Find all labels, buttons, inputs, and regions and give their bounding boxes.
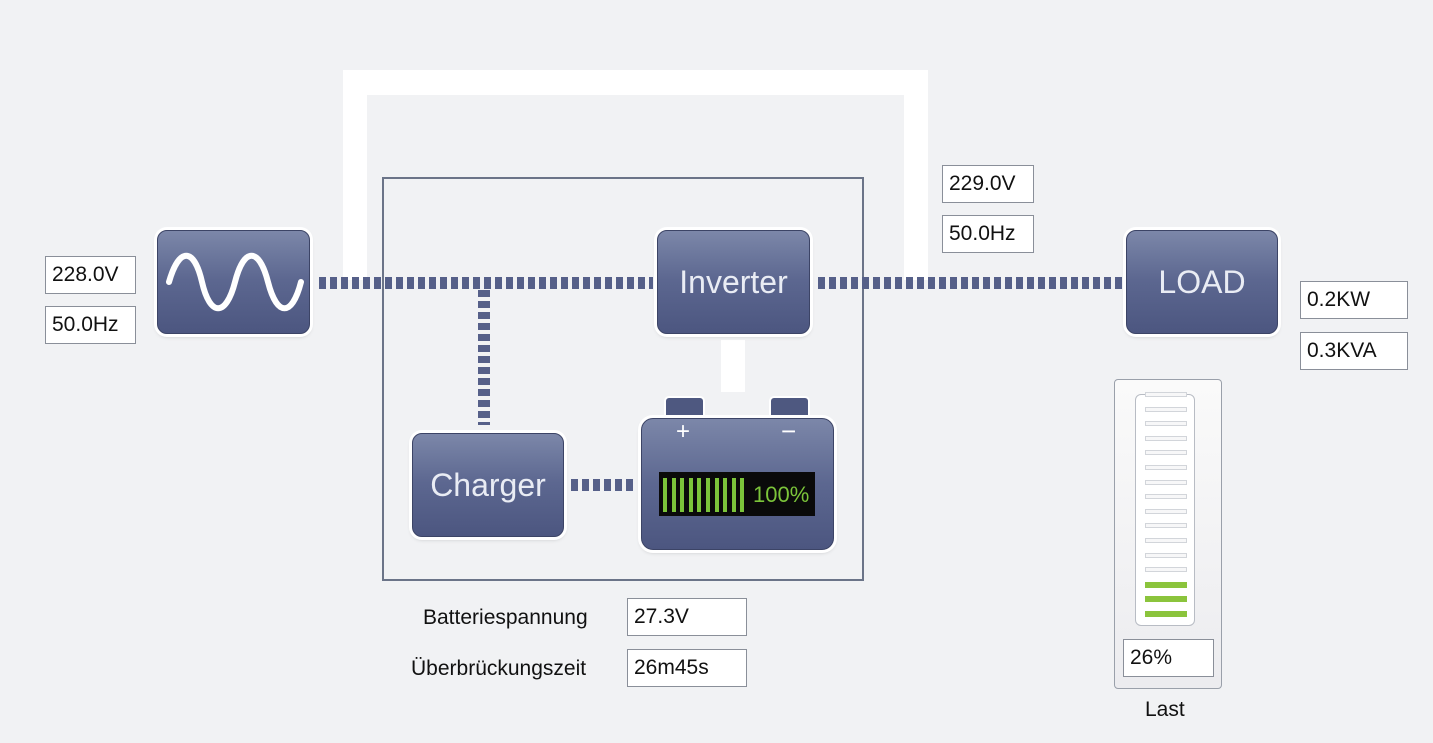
- load-meter-bar: [1145, 508, 1187, 514]
- load-meter-bar: [1145, 392, 1187, 397]
- load-meter-bar-lit: [1145, 611, 1187, 617]
- battery-level-segment: [697, 478, 702, 512]
- bypass-line-right: [904, 70, 928, 280]
- charger-tile[interactable]: Charger: [412, 433, 564, 537]
- load-meter-bar: [1145, 450, 1187, 456]
- load-meter-bar: [1145, 552, 1187, 558]
- battery-percent: 100%: [753, 482, 810, 507]
- flow-line-output: [818, 277, 1122, 289]
- battery-voltage-label: Batteriespannung: [423, 606, 588, 629]
- input-source-tile[interactable]: [157, 230, 310, 334]
- flow-line-charger-battery: [571, 479, 637, 491]
- bypass-line-left: [343, 70, 367, 280]
- battery-level-display: [659, 472, 815, 516]
- load-meter-bar: [1145, 538, 1187, 543]
- load-meter-label: Last: [1145, 698, 1185, 721]
- flow-line-charger: [478, 290, 490, 425]
- load-meter-bar-lit: [1145, 596, 1187, 603]
- load-meter-bar: [1145, 479, 1187, 485]
- runtime-value: 26m45s: [627, 649, 747, 687]
- load-meter-bar-lit: [1145, 581, 1187, 588]
- load-meter-bar: [1145, 421, 1187, 427]
- load-power-kva: 0.3KVA: [1300, 332, 1408, 370]
- battery-minus-sign: −: [781, 416, 797, 446]
- battery-terminal-positive: [666, 398, 703, 420]
- output-voltage: 229.0V: [942, 165, 1034, 203]
- battery-plus-sign: +: [676, 418, 691, 445]
- battery-level-segment: [723, 478, 728, 512]
- battery-level-segment: [671, 478, 676, 512]
- battery-level-segment: [714, 478, 719, 512]
- flow-line-input: [319, 277, 653, 289]
- ups-enclosure: [382, 177, 864, 581]
- load-power-kw: 0.2KW: [1300, 281, 1408, 319]
- input-voltage: 228.0V: [45, 256, 136, 294]
- load-meter-bar: [1145, 494, 1187, 500]
- load-meter-bar: [1145, 567, 1187, 573]
- load-tile[interactable]: LOAD: [1126, 230, 1278, 334]
- runtime-label: Überbrückungszeit: [411, 657, 587, 680]
- battery-level-segment: [688, 478, 693, 512]
- load-meter-bar: [1145, 465, 1187, 470]
- inverter-tile[interactable]: Inverter: [657, 230, 810, 334]
- sine-wave-icon: [165, 252, 304, 312]
- output-frequency: 50.0Hz: [942, 215, 1034, 253]
- battery-terminal-negative: [771, 398, 808, 420]
- battery-level-segment: [706, 478, 710, 512]
- battery-level-segment: [740, 478, 745, 512]
- battery-voltage-value: 27.3V: [627, 598, 747, 636]
- battery-level-segment: [663, 478, 667, 512]
- battery-level-segment: [680, 478, 685, 512]
- load-meter-value: 26%: [1123, 639, 1214, 677]
- load-meter-bar: [1145, 435, 1187, 441]
- bypass-line-top: [343, 70, 928, 95]
- load-meter-bar: [1145, 523, 1187, 529]
- input-frequency: 50.0Hz: [45, 306, 136, 344]
- battery-level-segment: [731, 478, 736, 512]
- load-meter-bar: [1145, 406, 1187, 412]
- link-inverter-battery: [721, 340, 745, 392]
